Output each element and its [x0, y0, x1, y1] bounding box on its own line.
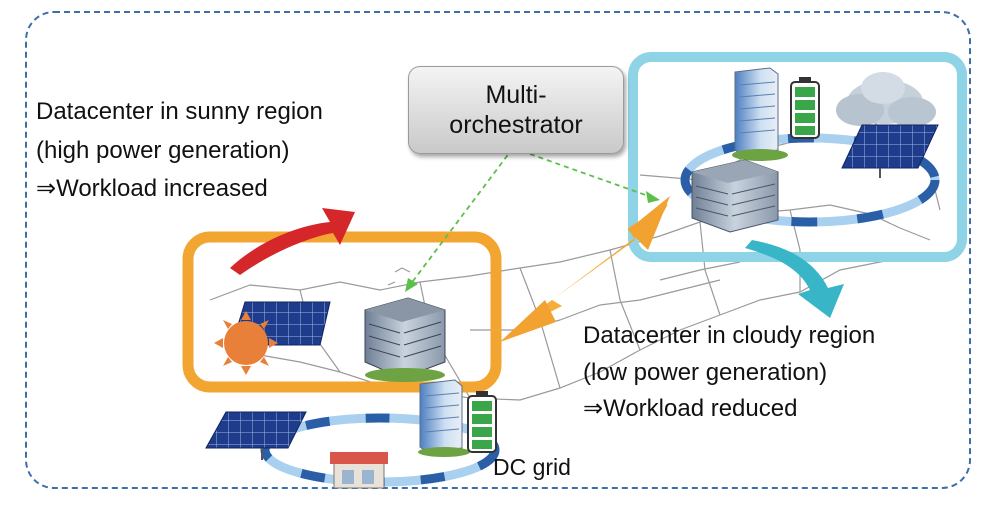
orchestrator-label-line1: Multi-: [485, 81, 547, 109]
control-lines: [409, 147, 655, 286]
multi-orchestrator-box: Multi- orchestrator: [408, 66, 624, 154]
cloud-icon: [836, 72, 936, 127]
workload-transfer-arrow: [500, 196, 670, 342]
sunny-label-line3: ⇒Workload increased: [36, 175, 268, 202]
cloudy-label-line1: Datacenter in cloudy region: [583, 322, 876, 349]
teal-arrow: [745, 240, 844, 318]
bottom-battery-icon: [467, 391, 497, 453]
dc-grid-label: DC grid: [493, 454, 571, 480]
control-arrowhead-sunny: [405, 278, 418, 292]
orchestrator-label-line2: orchestrator: [449, 111, 583, 139]
bottom-tower-building-icon: [418, 379, 470, 457]
cloudy-datacenter-building-icon: [691, 159, 779, 233]
sun-icon: [214, 311, 278, 375]
cloudy-label-line2: (low power generation): [583, 359, 828, 386]
sunny-label-line2: (high power generation): [36, 137, 290, 164]
red-arrow: [230, 208, 355, 275]
bottom-solar-panel-icon: [205, 411, 307, 460]
cloudy-tower-building-icon: [732, 67, 788, 161]
cloudy-solar-panel-icon: [841, 124, 939, 178]
cloudy-label-line3: ⇒Workload reduced: [583, 395, 798, 422]
shop-building-icon: [330, 452, 388, 489]
sunny-datacenter-building-icon: [364, 297, 446, 382]
sunny-label-line1: Datacenter in sunny region: [36, 98, 323, 125]
outer-frame: [25, 11, 971, 489]
control-arrowhead-cloudy: [646, 191, 660, 203]
cloudy-battery-icon: [790, 77, 820, 139]
